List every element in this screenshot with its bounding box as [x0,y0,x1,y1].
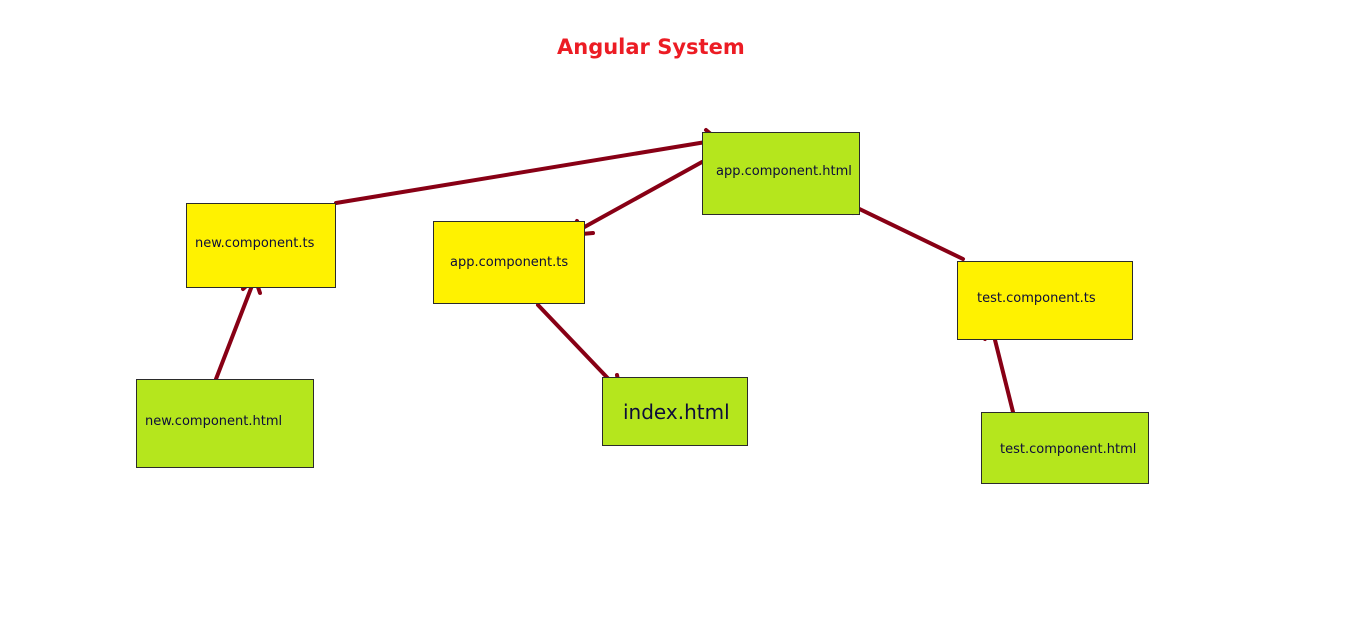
app-component-ts-label: app.component.ts [450,255,569,270]
new-component-ts-label: new.component.ts [195,236,315,251]
arrow-new-ts-to-app-html [334,128,720,205]
arrow-new-html-to-new-ts [214,276,262,381]
new-component-html-box: new.component.html [136,379,314,468]
app-component-ts-box: app.component.ts [433,221,585,304]
new-component-html-label: new.component.html [145,414,283,429]
index-html-box: index.html [602,377,748,446]
new-component-ts-box: new.component.ts [186,203,336,288]
app-component-html-label: app.component.html [716,164,852,179]
diagram-title: Angular System [557,35,745,59]
arrow-app-html-to-app-ts [568,160,704,237]
test-component-ts-box: test.component.ts [957,261,1133,340]
index-html-label: index.html [623,400,730,424]
test-component-ts-label: test.component.ts [977,291,1096,306]
arrow-test-ts-to-app-html [843,197,965,261]
app-component-html-box: app.component.html [702,132,860,215]
test-component-html-box: test.component.html [981,412,1149,484]
test-component-html-label: test.component.html [1000,442,1137,457]
